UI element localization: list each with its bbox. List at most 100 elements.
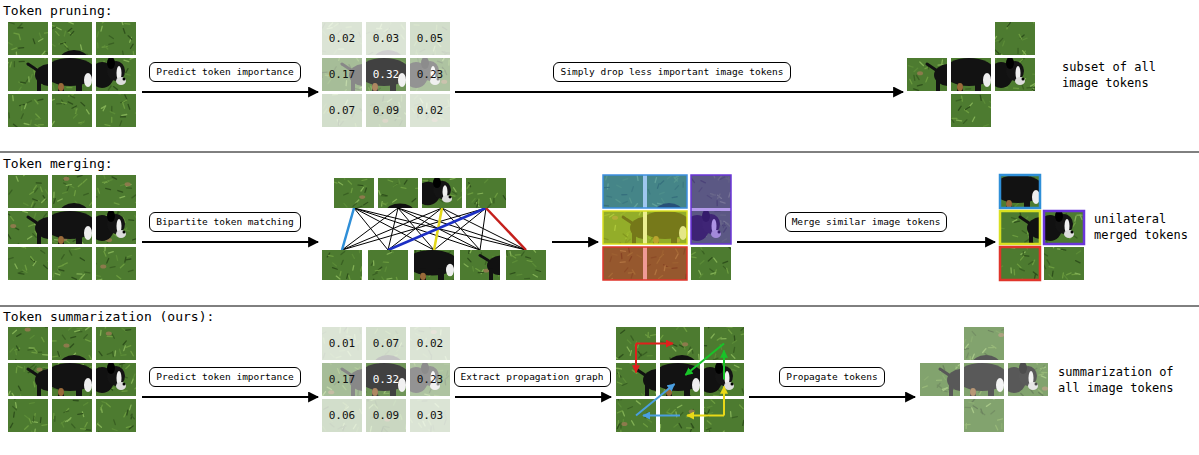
illustration-part (104, 45, 107, 49)
image-token (8, 22, 51, 58)
illustration-part (617, 368, 622, 370)
illustration-part (1080, 215, 1082, 220)
illustration-part (92, 196, 97, 197)
illustration-part (727, 245, 730, 249)
illustration-part (38, 124, 43, 126)
illustration-part (8, 247, 48, 280)
fade-overlay (964, 363, 1004, 396)
illustration-part (1033, 260, 1035, 265)
importance-score: 0.03 (410, 399, 450, 432)
illustration-part (75, 108, 76, 113)
propagation-arrow (723, 387, 725, 416)
illustration-part (44, 363, 96, 391)
illustration-part (503, 196, 505, 200)
illustration-part (93, 260, 96, 264)
illustration-part (28, 369, 37, 375)
illustration-part (61, 102, 66, 103)
illustration-part (39, 242, 40, 247)
illustration-part (126, 365, 130, 368)
illustration-part (510, 273, 515, 274)
image-token (410, 89, 450, 127)
illustration-part (366, 22, 406, 55)
image-token (50, 94, 92, 127)
illustration-part (734, 365, 738, 367)
image-token (8, 94, 48, 127)
illustration-part (980, 95, 982, 100)
illustration-part (35, 188, 38, 192)
illustration-part (85, 271, 90, 273)
illustration-part (387, 252, 392, 254)
illustration-part (75, 248, 80, 250)
illustration-part (53, 241, 58, 243)
illustration-part (70, 185, 74, 187)
importance-score: 0.07 (366, 327, 406, 360)
fade-overlay (322, 94, 362, 127)
illustration-part (136, 201, 141, 203)
importance-score: 0.02 (410, 94, 450, 127)
matching-line (342, 208, 398, 250)
illustration-part (423, 180, 428, 181)
illustration-part (69, 22, 74, 24)
illustration-part (372, 279, 374, 283)
illustration-part (25, 265, 26, 270)
illustration-part (1031, 84, 1035, 86)
illustration-part (361, 187, 364, 191)
step-label-box: Predict token importance (149, 62, 300, 82)
illustration-part (1076, 251, 1080, 254)
illustration-part (123, 383, 126, 386)
illustration-part (666, 409, 669, 413)
illustration-part (114, 87, 118, 90)
illustration-part (480, 255, 489, 260)
illustration-part (107, 180, 112, 182)
illustration-part (332, 181, 337, 183)
illustration-part (328, 255, 333, 256)
illustration-part (90, 392, 92, 397)
illustration-part (97, 431, 99, 436)
illustration-part (957, 119, 962, 121)
illustration-part (691, 424, 694, 428)
illustration-part (632, 421, 635, 425)
illustration-part (40, 418, 42, 423)
illustration-part (1014, 270, 1016, 275)
illustration-part (647, 355, 652, 357)
illustration-part (656, 392, 659, 396)
illustration-part (672, 347, 675, 351)
illustration-part (45, 190, 48, 194)
illustration-part (38, 99, 43, 100)
illustration-part (120, 121, 122, 126)
illustration-part (23, 211, 28, 212)
illustration-part (13, 330, 17, 333)
illustration-part (36, 118, 41, 120)
illustration-part (621, 422, 627, 426)
illustration-part (131, 415, 135, 419)
image-token (5, 242, 53, 280)
illustration-part (964, 399, 1004, 432)
illustration-part (120, 196, 125, 197)
image-token (416, 176, 463, 208)
illustration-part (366, 327, 406, 360)
illustration-part (89, 355, 91, 359)
illustration-part (52, 22, 92, 55)
illustration-part (613, 356, 617, 358)
illustration-part (366, 58, 406, 91)
illustration-part (20, 395, 21, 400)
image-token (44, 58, 96, 91)
illustration-part (34, 70, 35, 75)
illustration-part (96, 94, 136, 127)
illustration-part (972, 117, 974, 121)
illustration-part (691, 256, 696, 258)
illustration-part (401, 187, 406, 189)
illustration-part (27, 101, 32, 103)
illustration-part (81, 45, 82, 50)
fade-overlay (366, 22, 406, 55)
illustration-part (28, 236, 32, 239)
image-token (506, 249, 546, 280)
illustration-part (8, 258, 13, 259)
illustration-part (333, 268, 338, 270)
image-token (92, 173, 140, 208)
illustration-part (644, 424, 648, 427)
illustration-part (58, 265, 63, 267)
illustration-part (122, 390, 127, 392)
illustration-part (42, 337, 44, 341)
